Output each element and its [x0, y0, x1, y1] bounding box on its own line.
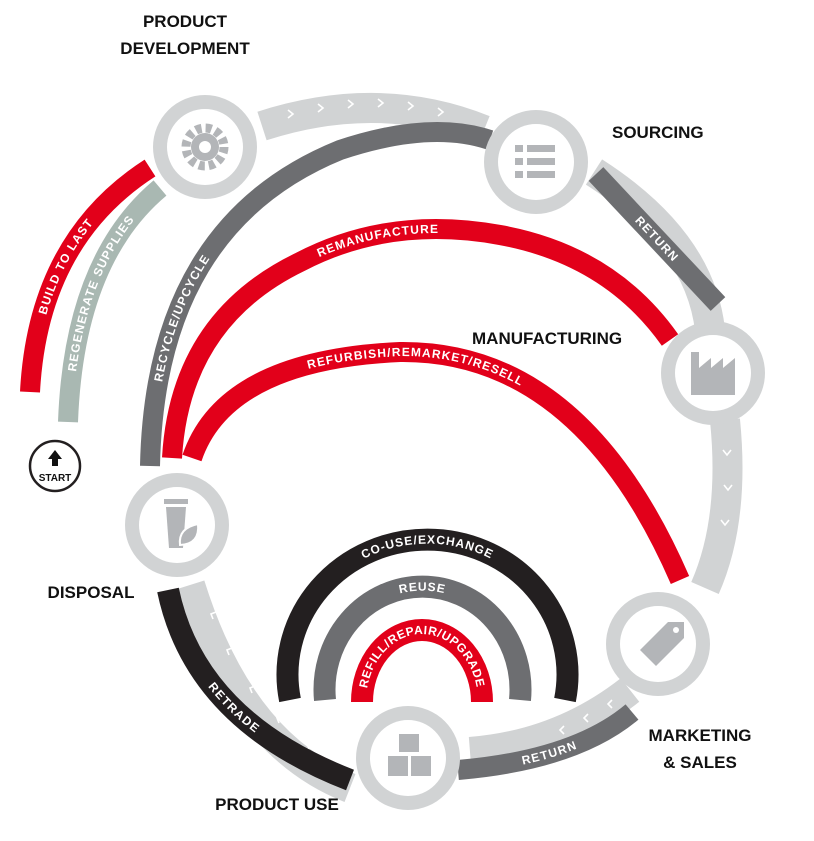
product-development-label-line1: PRODUCT: [143, 12, 228, 31]
product-development-label-line2: DEVELOPMENT: [120, 39, 250, 58]
price-tag-icon: [640, 622, 684, 666]
boxes-icon: [388, 734, 431, 776]
node-manufacturing[interactable]: [661, 321, 765, 425]
marketing-sales-label-line1: MARKETING: [649, 726, 752, 745]
remanufacture-label: REMANUFACTURE: [315, 222, 438, 260]
node-marketing-sales[interactable]: [606, 592, 710, 696]
refill-repair-upgrade-loop: REFILL/REPAIR/UPGRADE: [351, 619, 493, 703]
flow-chevrons: [209, 98, 733, 750]
product-use-label: PRODUCT USE: [215, 795, 339, 814]
sourcing-label: SOURCING: [612, 123, 704, 142]
gear-icon: [181, 123, 229, 171]
svg-text:REMANUFACTURE: REMANUFACTURE: [315, 222, 439, 260]
factory-icon: [691, 352, 735, 395]
marketing-sales-label-line2: & SALES: [663, 753, 737, 772]
node-product-development[interactable]: [153, 95, 257, 199]
manufacturing-label: MANUFACTURING: [472, 329, 622, 348]
reuse-loop: REUSE: [313, 575, 532, 702]
svg-text:REUSE: REUSE: [398, 580, 448, 597]
start-marker[interactable]: START: [28, 439, 82, 493]
reuse-label: REUSE: [398, 580, 447, 597]
node-product-use[interactable]: [356, 706, 460, 810]
list-icon: [515, 145, 555, 178]
node-disposal[interactable]: [125, 473, 229, 577]
disposal-label: DISPOSAL: [48, 583, 135, 602]
start-label: START: [39, 473, 72, 484]
node-sourcing[interactable]: [484, 110, 588, 214]
arrow-up-icon: [48, 450, 62, 466]
bin-leaf-icon: [164, 499, 200, 548]
